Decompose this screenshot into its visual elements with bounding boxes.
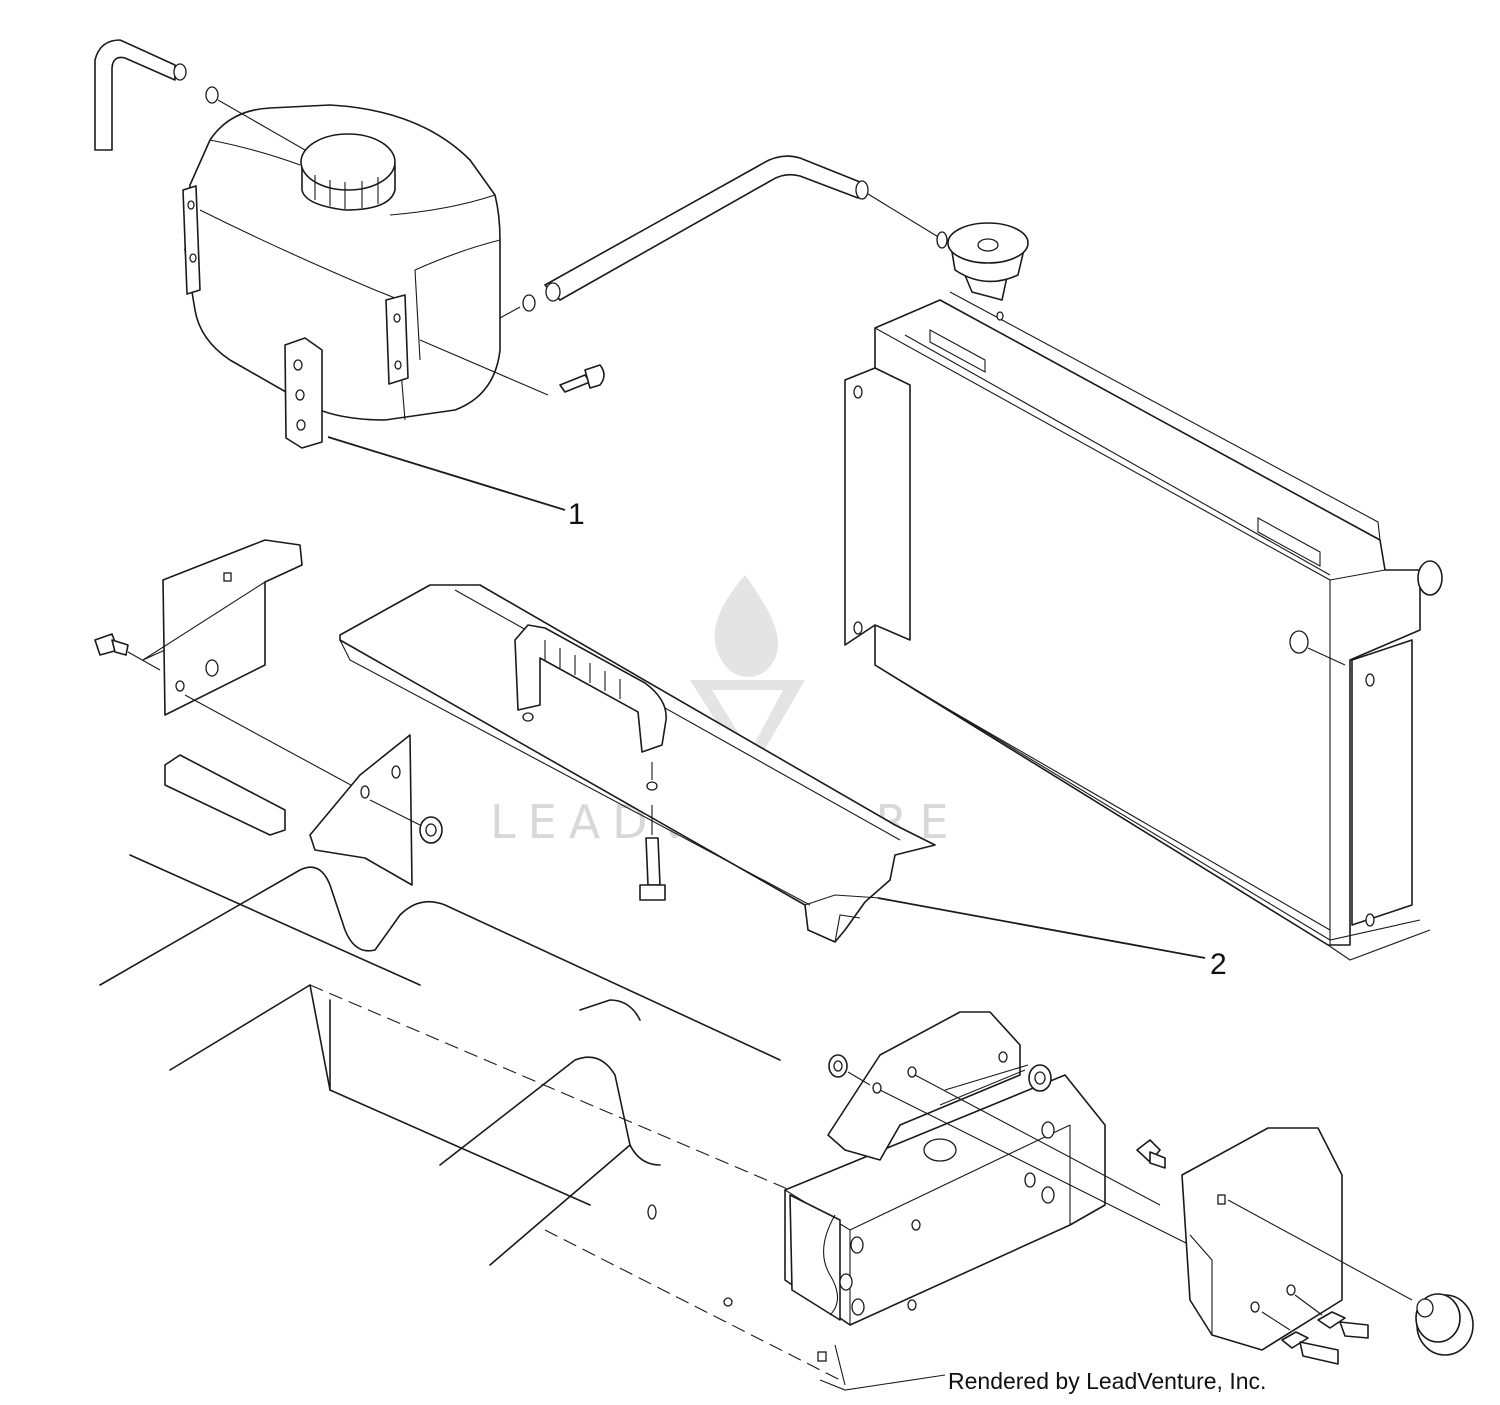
hose-clamp-side bbox=[522, 294, 536, 312]
cover-plate bbox=[339, 584, 936, 943]
bolt-icon bbox=[1281, 1331, 1339, 1365]
callout-label: 2 bbox=[1210, 948, 1227, 981]
hose-clamp-top bbox=[205, 86, 219, 104]
grip-handle-icon bbox=[514, 624, 667, 753]
leader-line-2 bbox=[877, 897, 1206, 959]
render-credit: Rendered by LeadVenture, Inc. bbox=[948, 1368, 1266, 1394]
left-frame-plate bbox=[309, 734, 443, 886]
radiator-hose bbox=[499, 155, 941, 319]
knob-icon bbox=[1415, 1293, 1474, 1356]
nut-icon bbox=[419, 816, 443, 844]
leader-line-1 bbox=[327, 436, 566, 511]
frame-assembly bbox=[99, 854, 841, 1381]
bolt-icon bbox=[1136, 1139, 1166, 1169]
right-side-plate bbox=[1136, 1127, 1474, 1365]
callout-1: 1 bbox=[327, 436, 585, 531]
watermark-v-logo bbox=[690, 680, 805, 775]
watermark-flame-icon bbox=[714, 575, 779, 677]
callout-2: 2 bbox=[877, 897, 1227, 981]
bolt-icon bbox=[94, 633, 129, 656]
bolt-icon bbox=[1317, 1311, 1369, 1339]
cover-bolt-icon bbox=[639, 837, 666, 901]
front-frame-rail bbox=[784, 1074, 1106, 1391]
callout-label: 1 bbox=[568, 498, 585, 531]
coolant-reservoir-tank bbox=[94, 39, 605, 449]
radiator-support-bracket bbox=[827, 1011, 1211, 1256]
reservoir-cap-icon bbox=[300, 133, 396, 211]
radiator-cap-icon bbox=[936, 222, 1029, 301]
left-mount-bracket bbox=[94, 539, 361, 791]
tank-screw-icon bbox=[559, 364, 605, 393]
nut-icon bbox=[828, 1054, 1052, 1092]
rubber-bumper bbox=[164, 754, 286, 836]
overflow-hose bbox=[94, 39, 176, 151]
radiator bbox=[844, 222, 1443, 961]
